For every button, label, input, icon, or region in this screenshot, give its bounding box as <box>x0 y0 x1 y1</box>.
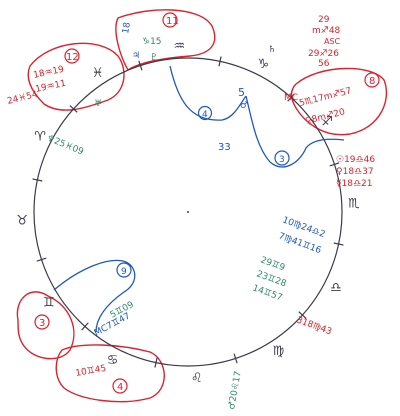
house-12-number: 12 <box>66 52 79 63</box>
sign-tick <box>333 242 344 246</box>
sign-tick <box>287 93 295 102</box>
sign-tick <box>81 322 89 331</box>
zodiac-wheel <box>33 57 343 367</box>
note-leo-a: ♂20♌17 <box>227 370 244 410</box>
sign-glyph-libra: ♎ <box>330 280 342 295</box>
note-sat: ♄ <box>268 45 276 55</box>
note-12-c: 24♓54 <box>6 90 39 107</box>
house-9-number: 9 <box>121 267 127 277</box>
house-8-number: 8 <box>369 76 375 87</box>
sign-tick <box>138 60 143 71</box>
note-vir-f: 318♍43 <box>295 315 333 337</box>
house-9-blob <box>290 67 388 136</box>
note-sag-a: 29 <box>318 15 330 25</box>
note-11-d: ♇ <box>150 53 158 63</box>
note-blue-mars: ♂ <box>240 101 248 111</box>
sign-glyph-capricorn: ♑ <box>258 57 270 72</box>
note-pis-a: ♆25♓09 <box>45 134 85 158</box>
house-3-number: 3 <box>39 318 45 329</box>
note-gem-c: 10♊45 <box>75 364 107 379</box>
house-3-marker <box>274 150 290 166</box>
sign-tick <box>36 257 47 262</box>
sign-tick <box>233 353 238 364</box>
sign-tick <box>69 105 78 113</box>
sign-glyph-aquarius: ♒ <box>173 39 185 54</box>
house-9-marker <box>116 262 132 278</box>
house-4-circle <box>112 378 128 394</box>
sign-glyph-cancer: ♋ <box>107 353 119 368</box>
note-12-d: ♅ <box>94 99 102 109</box>
sign-glyph-sagittarius: ♐ <box>321 115 333 130</box>
note-11-c: ♃ <box>132 51 140 61</box>
house-3-circle <box>34 314 50 330</box>
house-4-top-number: 4 <box>202 110 208 120</box>
chart-center <box>187 211 189 213</box>
sign-glyph-pisces: ♓ <box>92 66 104 81</box>
house-line-right <box>245 95 345 168</box>
sign-glyph-scorpio: ♏ <box>348 196 360 211</box>
note-11-b: ♑15 <box>142 37 162 47</box>
house-line-top <box>169 65 247 121</box>
note-sag-d: 29♐26 <box>308 49 339 59</box>
sign-glyph-taurus: ♉ <box>16 214 28 229</box>
note-12-a: 18♒19 <box>33 65 66 81</box>
house-12-blob <box>27 42 125 111</box>
sign-divisions <box>32 56 344 368</box>
house-11-blob <box>115 9 216 71</box>
sign-glyph-aries: ♈ <box>34 130 46 145</box>
note-11-a: 18 <box>121 21 133 34</box>
house-line-bottom <box>53 259 136 333</box>
note-blue-5: 5 <box>238 86 245 99</box>
note-scorp-b: ♀18♎37 <box>336 167 374 177</box>
sign-glyphs: ♑ ♐ ♏ ♎ ♍ ♌ ♋ ♊ ♉ ♈ ♓ ♒ <box>16 39 359 386</box>
note-scorp-c: ☿18♎21 <box>336 179 373 189</box>
sign-tick <box>298 311 307 319</box>
house-3-top-number: 3 <box>279 155 285 165</box>
note-sag-c: ASC <box>324 37 341 46</box>
house-3-blob <box>16 291 75 360</box>
note-sag-b: m♐48 <box>312 26 341 36</box>
house-4-number: 4 <box>117 382 123 393</box>
note-blue-33: 33 <box>218 142 231 153</box>
house-8-circle <box>364 72 380 88</box>
note-sag-e: 56 <box>318 59 330 69</box>
note-mc: MC <box>284 93 298 103</box>
sign-glyph-virgo: ♍ <box>273 344 285 359</box>
house-12-circle <box>64 48 80 64</box>
sign-tick <box>218 56 222 67</box>
house-11-number: 11 <box>166 16 179 27</box>
note-sag-f: 5♏17m♐57 <box>298 86 352 109</box>
sign-tick <box>32 178 43 182</box>
sign-tick <box>154 357 158 368</box>
house-11-circle <box>162 12 178 28</box>
sign-glyph-leo: ♌ <box>191 371 203 386</box>
house-4-blob <box>55 344 165 403</box>
sign-tick <box>329 162 340 167</box>
note-12-b: 19♒11 <box>35 79 67 95</box>
note-scorp-a: ☉19♎46 <box>336 155 375 165</box>
sign-glyph-gemini: ♊ <box>43 295 55 310</box>
house-4-marker <box>197 105 213 121</box>
